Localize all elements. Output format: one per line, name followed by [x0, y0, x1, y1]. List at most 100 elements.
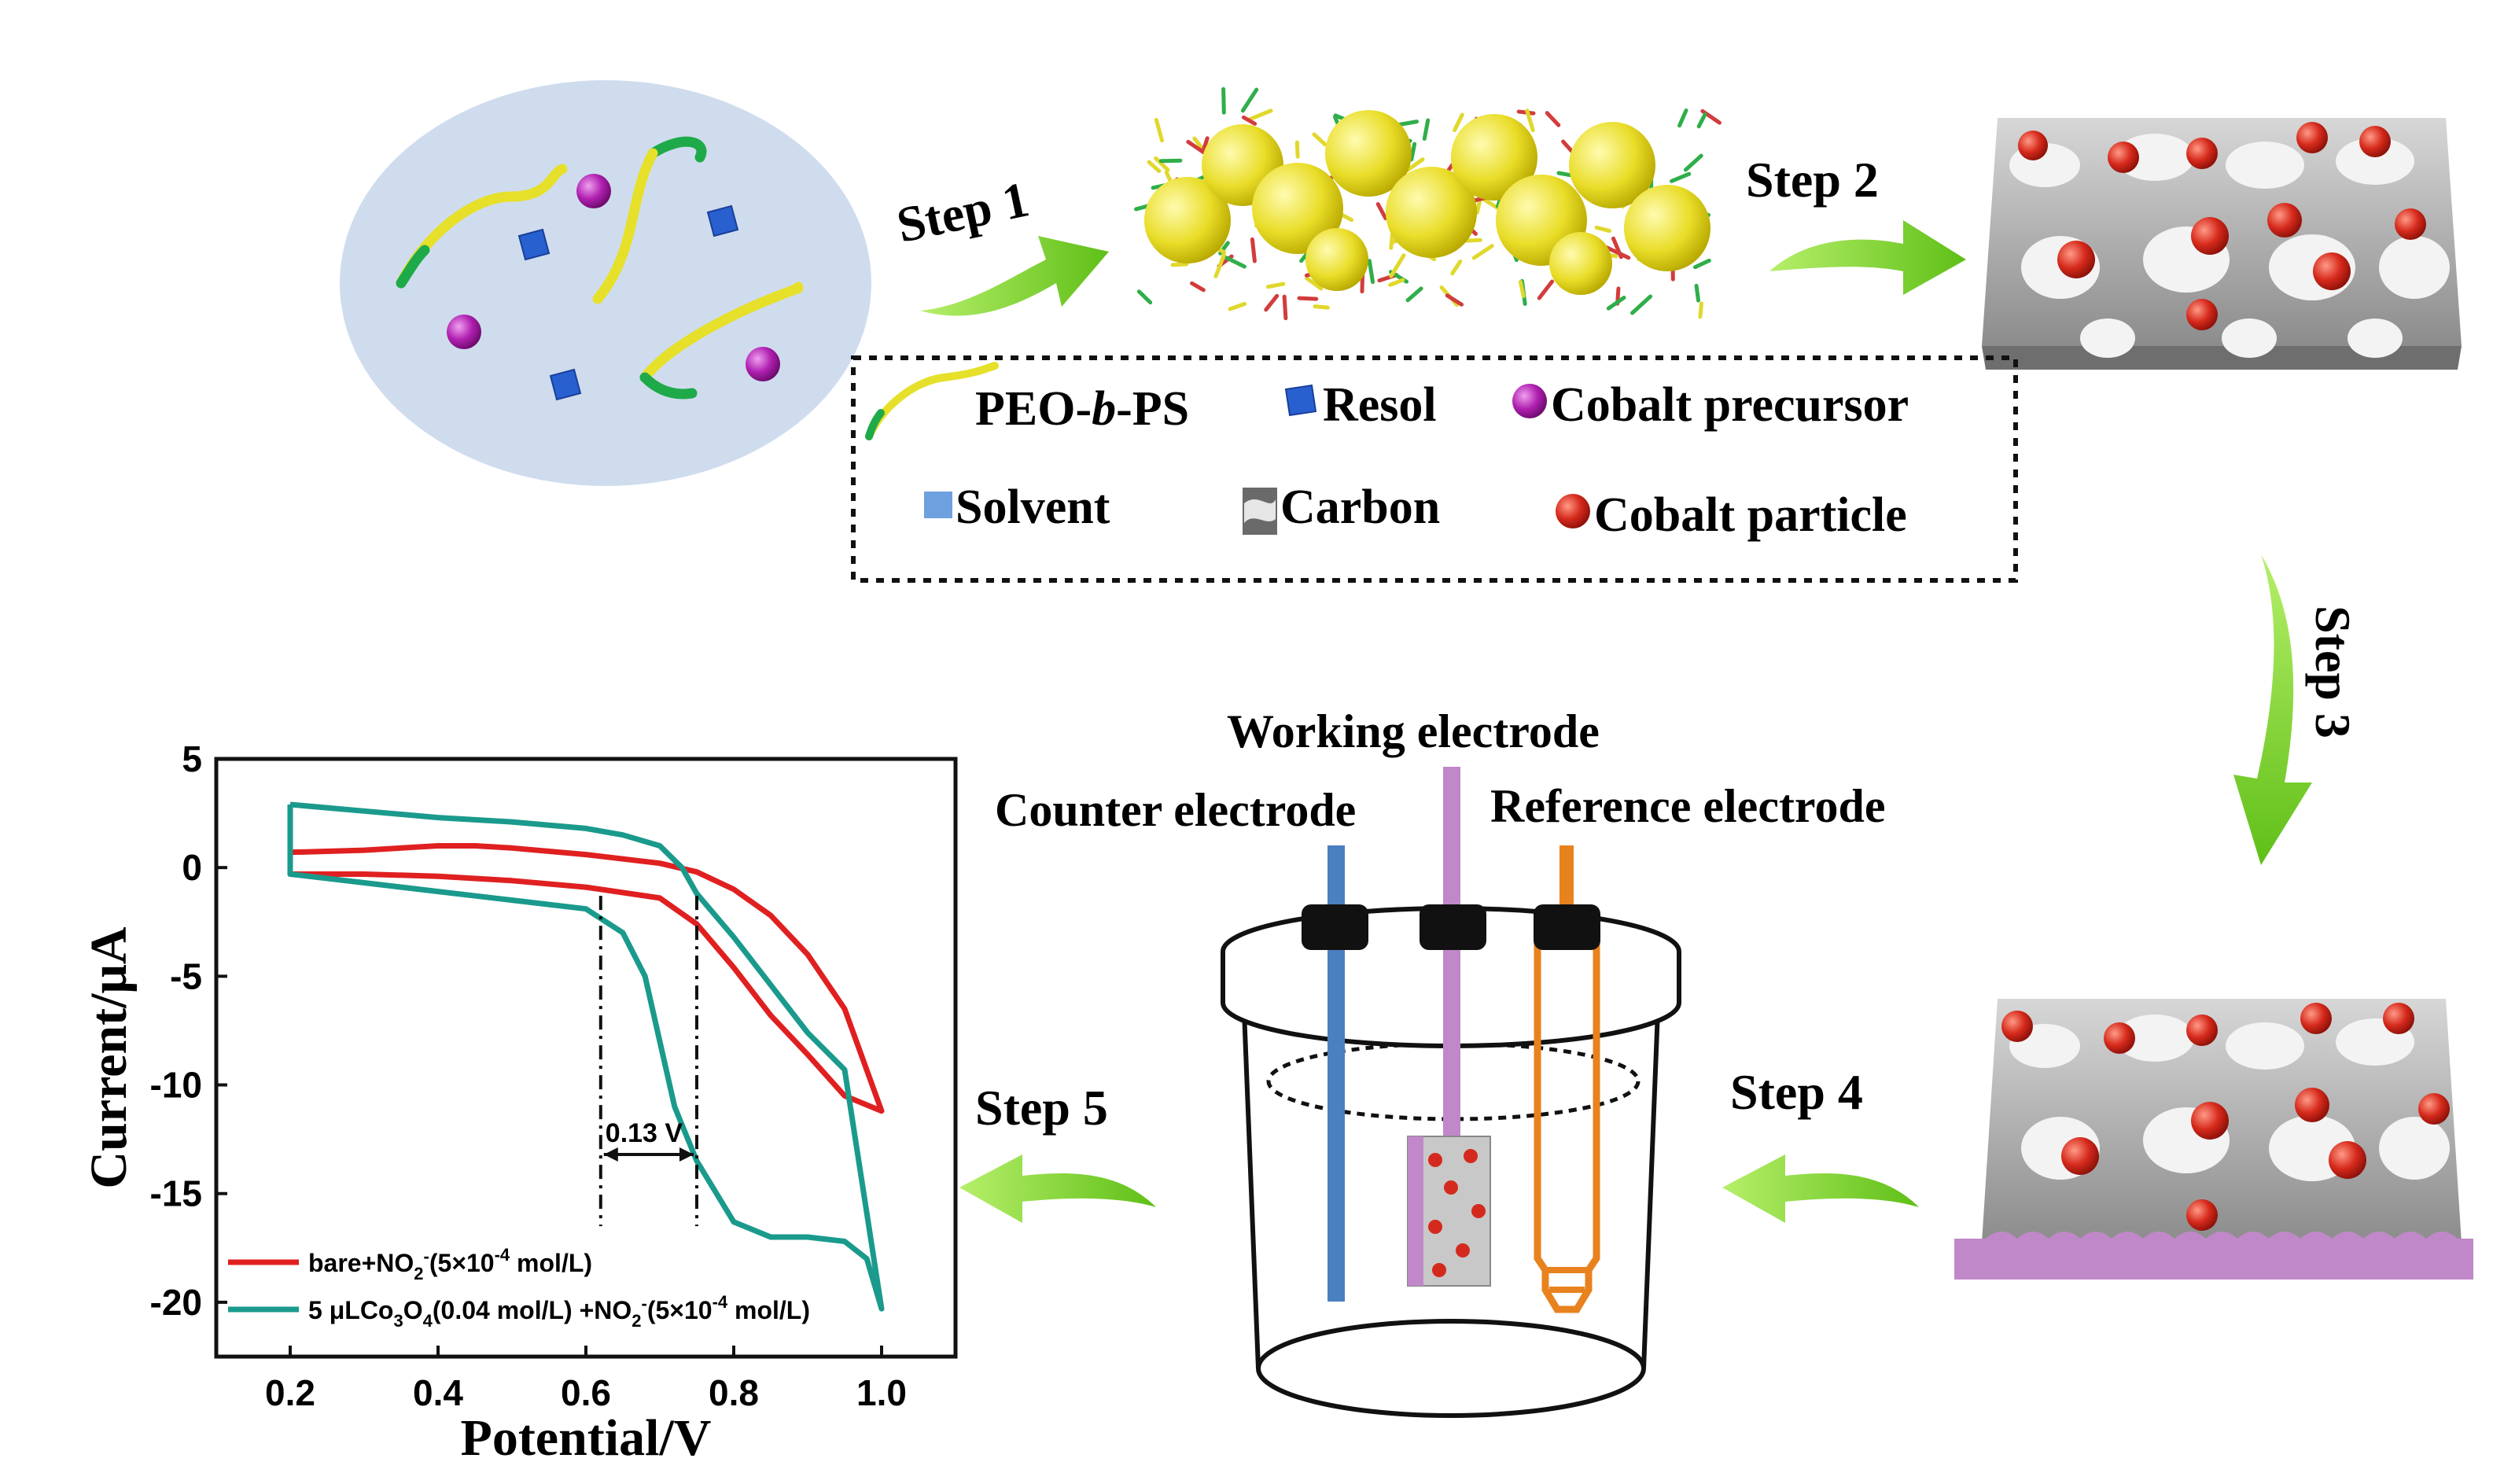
solvent-square-icon	[924, 492, 952, 518]
polymer-brush-strand	[1305, 276, 1324, 291]
step5-arrow	[959, 1154, 1156, 1223]
x-tick-label: 0.4	[413, 1372, 463, 1413]
polymer-brush-strand	[1154, 117, 1165, 143]
polymer-brush-strand	[1518, 279, 1526, 298]
polymer-brush-strand	[1154, 156, 1170, 172]
legend-solvent-label: Solvent	[956, 481, 1110, 534]
series-line-co3o4	[287, 801, 885, 1312]
legend-peo-label: PEO-	[975, 382, 1092, 436]
polymer-brush-strand	[1250, 237, 1257, 263]
x-tick-label: 0.8	[709, 1372, 759, 1413]
y-tick-label: -5	[170, 956, 202, 996]
polymer-brush-strand	[1693, 258, 1711, 270]
polymer-brush-strand	[1405, 286, 1423, 303]
y-tick-label: -15	[150, 1173, 202, 1214]
y-tick-label: 5	[182, 738, 202, 779]
polymer-brush-strand	[1240, 87, 1259, 113]
cobalt-precursor-icon	[1512, 384, 1547, 418]
polymer-brush-strand	[1445, 293, 1464, 307]
polymer-brush-strand	[1525, 109, 1535, 133]
polymer-brush-strand	[1224, 256, 1246, 269]
polymer-brush-strand	[1389, 232, 1394, 250]
step2-arrow	[1769, 220, 1966, 295]
polymer-brush-strand	[1683, 153, 1703, 172]
polymer-brush-strand	[1389, 253, 1406, 278]
polymer-brush-strand	[1375, 202, 1388, 221]
x-tick-label: 1.0	[856, 1372, 907, 1413]
cv-chart: 0.2 0.4 0.6 0.8 1.0 5 0 -5 -10 -15 -20 0.13 V Curr…	[80, 738, 958, 1467]
polymer-brush-strand	[1265, 282, 1286, 289]
polymer-brush-strand	[1213, 252, 1226, 278]
polymer-brush-strand	[1696, 112, 1707, 129]
polymer-brush-strand	[1694, 283, 1701, 303]
modified-electrode-block	[1954, 999, 2473, 1280]
polymer-brush-strand	[1388, 278, 1405, 287]
polymer-brush-strand	[1450, 259, 1463, 276]
resol-cube-icon	[1284, 384, 1317, 417]
polymer-brush-strand	[1409, 142, 1417, 162]
series-line-bare	[287, 843, 885, 1114]
polymer-brush-strand	[1312, 132, 1327, 147]
svg-text:PEO-b-PS: PEO-b-PS	[975, 382, 1189, 436]
y-axis-label: Current/μA	[80, 926, 138, 1188]
legend-cobalt-particle-label: Cobalt particle	[1594, 488, 1907, 542]
polymer-brush-strand	[1134, 204, 1151, 212]
polymer-brush-strand	[1677, 108, 1688, 128]
polymer-brush-strand	[1297, 296, 1319, 301]
polymer-brush-strand	[1201, 136, 1210, 154]
step2-label: Step 2	[1746, 152, 1879, 208]
polymer-brush-strand	[1395, 120, 1420, 127]
polymer-brush-strand	[1611, 236, 1623, 260]
polymer-brush-strand	[1158, 158, 1183, 164]
chart-legend: bare+NO2-(5×10-4 mol/L) 5 μLCo3O4(0.04 m…	[228, 1245, 810, 1331]
y-tick-label: -10	[150, 1065, 202, 1106]
annotation-label: 0.13 V	[606, 1118, 683, 1148]
polymer-brush-strand	[1630, 294, 1653, 315]
polymer-brush-strand	[1545, 111, 1561, 127]
x-tick-label: 0.6	[561, 1372, 611, 1413]
annotation-arrowhead	[603, 1147, 618, 1162]
step1-arrow	[920, 236, 1109, 316]
cobalt-particle-icon	[1556, 494, 1590, 528]
polymer-brush-strand	[1594, 225, 1611, 234]
polymer-brush-strand	[1405, 157, 1425, 173]
polymer-brush-strand	[1294, 140, 1300, 159]
polymer-brush-strand	[1670, 171, 1692, 183]
polymer-brush-strand	[1228, 301, 1247, 311]
working-electrode-label: Working electrode	[1227, 705, 1600, 757]
polymer-brush-strand	[1264, 293, 1280, 312]
polymer-brush-strand	[1367, 259, 1375, 285]
legend-entry-co3o4: 5 μLCo3O4(0.04 mol/L) +NO2-(5×10-4 mol/L…	[308, 1292, 810, 1331]
carbon-cobalt-framework	[1982, 118, 2462, 370]
polymer-brush-strand	[1453, 112, 1464, 132]
x-tick-label: 0.2	[265, 1372, 315, 1413]
polymer-brush-strand	[1464, 238, 1482, 243]
polymer-brush-strand	[1606, 295, 1626, 311]
legend-cobalt-precursor-label: Cobalt precursor	[1551, 378, 1909, 432]
legend-resol-label: Resol	[1323, 378, 1437, 432]
y-tick-label: -20	[150, 1282, 202, 1323]
electrochemical-cell: Working electrode Counter electrode Refe…	[995, 705, 1885, 1418]
polymer-brush-strand	[1471, 244, 1494, 260]
polymer-brush-strand	[1422, 118, 1431, 141]
y-tick-label: 0	[182, 847, 202, 888]
polymer-brush-strand	[1190, 281, 1206, 293]
polymer-brush-strand	[1698, 301, 1703, 319]
legend-box: PEO-b-PS Resol Cobalt precursor Solvent …	[851, 355, 2018, 583]
polymer-brush-strand	[1282, 294, 1288, 321]
step1-label: Step 1	[892, 171, 1033, 253]
annotation-arrowhead	[679, 1147, 694, 1162]
step4-arrow	[1722, 1154, 1919, 1223]
legend-carbon-label: Carbon	[1280, 481, 1440, 534]
legend-peo-italic: b	[1092, 382, 1116, 436]
step3-label: Step 3	[2305, 606, 2361, 738]
step4-label: Step 4	[1730, 1064, 1863, 1120]
legend-entry-bare: bare+NO2-(5×10-4 mol/L)	[308, 1245, 592, 1283]
legend-ps-label: -PS	[1116, 382, 1189, 436]
polymer-brush-strand	[1136, 289, 1153, 305]
polymer-brush-strand	[1246, 109, 1273, 123]
polymer-brush-strand	[1241, 115, 1258, 126]
polymer-brush-strand	[1147, 160, 1162, 173]
micelle-assembly	[1134, 87, 1722, 321]
